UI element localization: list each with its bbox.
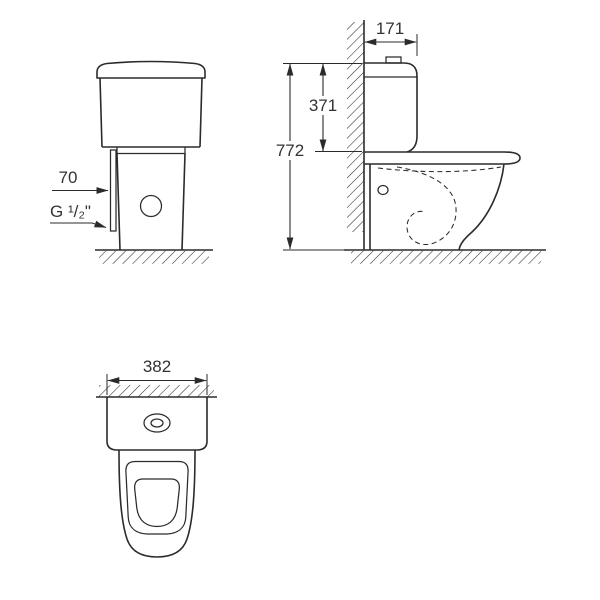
side-view: 171 371 772 — [271, 19, 546, 264]
wall-hatch — [347, 22, 364, 232]
dimension-total-height: 772 — [271, 63, 309, 250]
dim-label-cistern-height: 371 — [309, 96, 337, 115]
ground-hatch-side — [351, 250, 541, 264]
trap-dashed-outline — [396, 166, 457, 245]
bowl-right-edge-front — [181, 153, 186, 251]
bowl-opening-outline — [134, 478, 180, 528]
front-view-cistern: 70 G ¹/₂" — [50, 60, 213, 264]
dimension-depth: 171 — [364, 19, 418, 56]
flush-button-inner — [150, 418, 164, 428]
cistern-left-edge — [99, 77, 103, 148]
ground-hatch-front — [99, 250, 209, 264]
bowl-outline-bottom-view — [118, 449, 196, 558]
label-mask-371 — [304, 96, 342, 115]
wall-hatch-bottom — [99, 385, 214, 397]
label-mask-772 — [271, 141, 309, 160]
dim-label-supply-thread: G ¹/₂" — [50, 202, 91, 221]
cistern-outline-bottom-view — [106, 397, 208, 451]
bowl-left-edge-front — [116, 153, 121, 251]
supply-pipe — [109, 149, 117, 232]
rim-dashed-line — [377, 166, 502, 173]
cistern-side-outline — [364, 62, 418, 153]
front-view-full: 382 — [96, 357, 217, 558]
flush-button-outer — [143, 413, 171, 433]
dim-label-depth: 171 — [376, 19, 404, 38]
dim-leader-supply-thread — [50, 220, 107, 229]
cistern-lid-front — [96, 60, 206, 79]
seat-ring-outline — [125, 460, 189, 535]
cistern-right-edge — [199, 77, 203, 148]
inlet-hole-front — [139, 194, 163, 218]
dim-label-total-height: 772 — [276, 141, 304, 160]
dimension-supply-offset: 70 — [52, 168, 109, 194]
dim-label-supply-offset: 70 — [59, 168, 78, 187]
dimension-cistern-height: 371 — [283, 63, 362, 152]
bowl-side-outline — [369, 163, 505, 251]
seat-side-outline — [364, 151, 521, 165]
flush-button-side — [385, 56, 402, 64]
inlet-hole-side — [377, 184, 389, 196]
dimension-supply-thread: G ¹/₂" — [50, 202, 107, 229]
dim-label-width: 382 — [143, 357, 171, 376]
